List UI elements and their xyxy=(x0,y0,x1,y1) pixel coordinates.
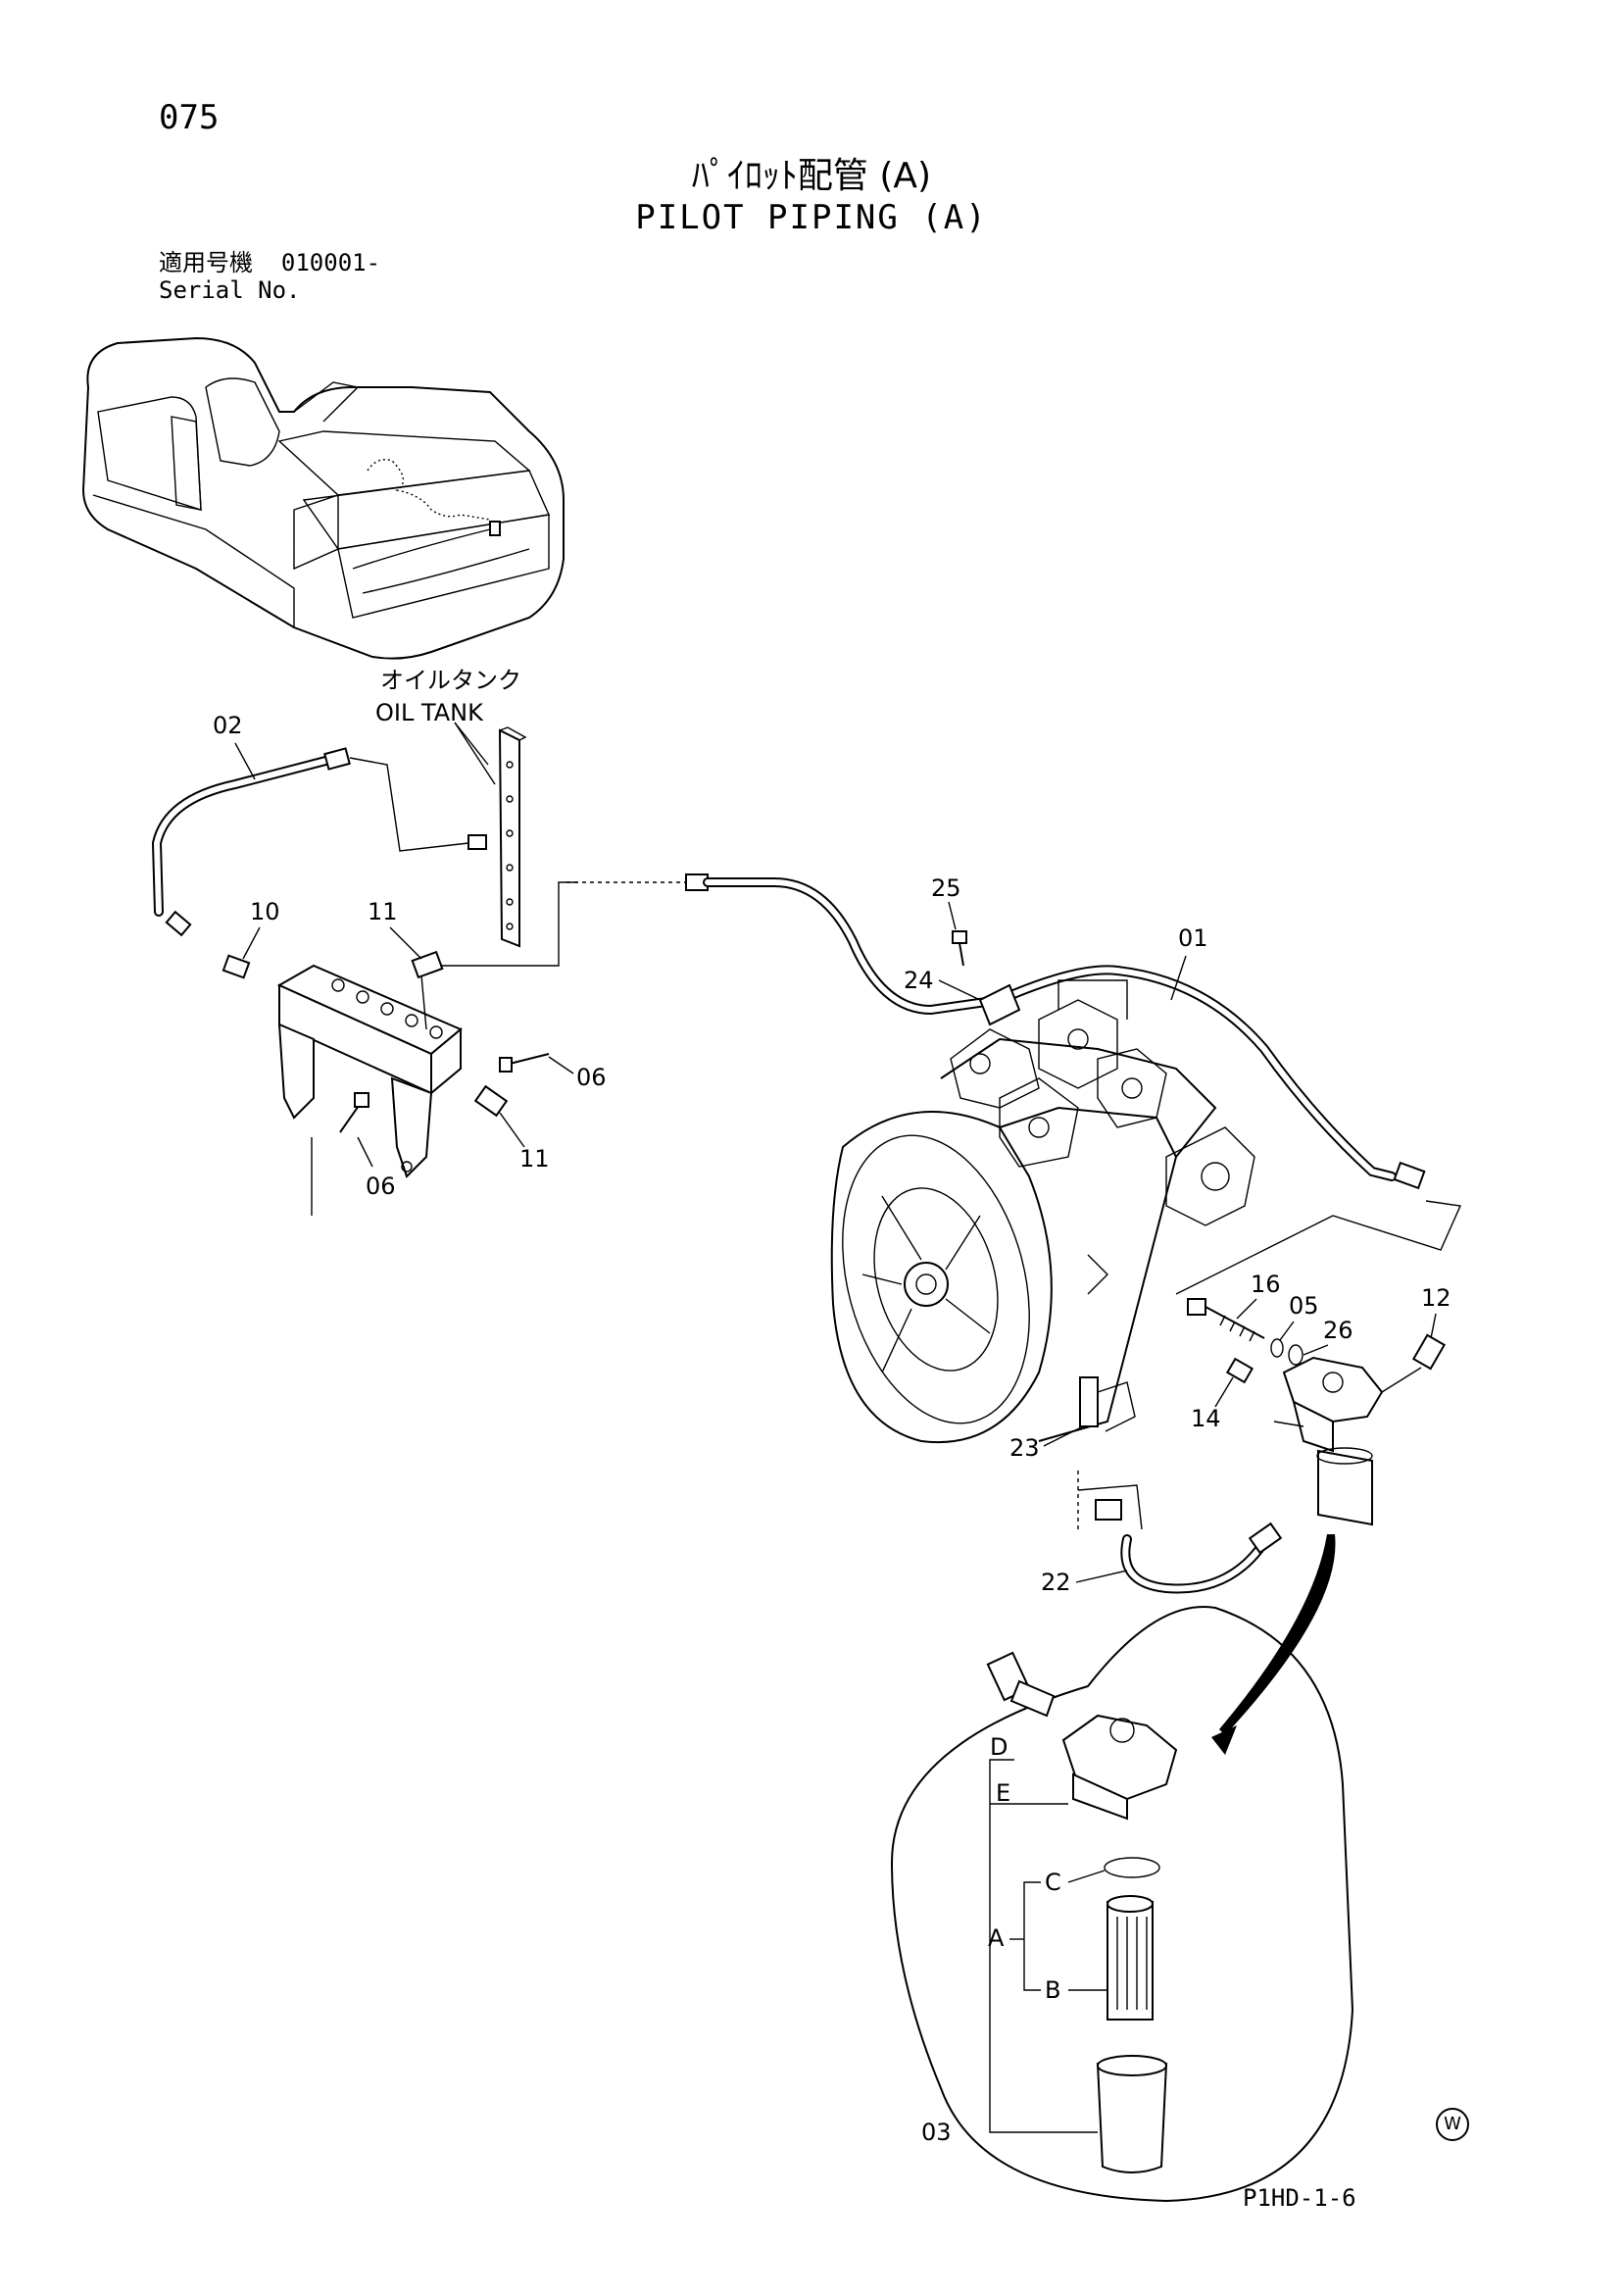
serial-label-en: Serial No. xyxy=(159,276,301,304)
callout-03: 03 xyxy=(921,2119,952,2146)
callout-06-left: 06 xyxy=(366,1173,396,1200)
excavator-overview xyxy=(81,336,565,660)
callout-25: 25 xyxy=(931,874,961,902)
clamp-24 xyxy=(978,983,1021,1026)
serial-value: 010001- xyxy=(280,249,381,276)
ring-26 xyxy=(1288,1344,1303,1366)
callout-23: 23 xyxy=(1009,1434,1040,1462)
fitting-12 xyxy=(1411,1333,1447,1371)
fitting-11-lower xyxy=(473,1084,509,1118)
callout-D: D xyxy=(990,1733,1008,1761)
callout-11-upper: 11 xyxy=(368,898,398,925)
callout-C: C xyxy=(1045,1869,1061,1896)
bolt-25 xyxy=(952,930,967,967)
callout-06-right: 06 xyxy=(576,1064,607,1091)
detail-pointer xyxy=(1219,1534,1336,1735)
callout-02: 02 xyxy=(213,712,243,739)
callout-26: 26 xyxy=(1323,1317,1353,1344)
filter-detail-view xyxy=(890,1606,1354,2203)
callout-A: A xyxy=(988,1924,1005,1952)
callout-01: 01 xyxy=(1178,924,1208,952)
callout-14: 14 xyxy=(1191,1405,1221,1432)
callout-11-lower: 11 xyxy=(519,1145,550,1173)
copyright-mark: W xyxy=(1436,2108,1469,2141)
oil-tank-plate xyxy=(454,722,527,948)
callout-12: 12 xyxy=(1421,1284,1451,1312)
callout-05: 05 xyxy=(1289,1292,1319,1320)
bolt-06-left xyxy=(339,1092,369,1133)
pilot-manifold-block xyxy=(276,964,463,1178)
hose-01 xyxy=(685,873,1426,1190)
callout-10: 10 xyxy=(250,898,280,925)
callout-22: 22 xyxy=(1041,1569,1071,1596)
fitting-23 xyxy=(1079,1376,1136,1432)
title-japanese: ﾊﾟｲﾛｯﾄ配管 (A) xyxy=(691,156,932,196)
serial-label-jp: 適用号機 xyxy=(159,249,253,276)
callout-E: E xyxy=(996,1779,1010,1807)
callout-16: 16 xyxy=(1251,1271,1281,1298)
fitting-14 xyxy=(1225,1357,1254,1384)
main-pump-assembly xyxy=(830,979,1255,1444)
serial-block: 適用号機 010001- Serial No. xyxy=(159,249,380,304)
title-english: PILOT PIPING (A) xyxy=(635,198,988,237)
page-number: 075 xyxy=(159,98,220,137)
page-code: P1HD-1-6 xyxy=(1243,2184,1356,2212)
pilot-filter-assembly xyxy=(1273,1356,1384,1526)
bolt-06-right xyxy=(499,1053,550,1073)
washer-05 xyxy=(1270,1338,1284,1358)
callout-24: 24 xyxy=(904,967,934,994)
oil-tank-label-en: OIL TANK xyxy=(375,699,484,726)
callout-B: B xyxy=(1045,1976,1060,2004)
fitting-10 xyxy=(221,954,251,979)
fitting-11-upper xyxy=(411,950,444,979)
hose-02 xyxy=(151,747,487,937)
bolt-16 xyxy=(1187,1298,1265,1342)
oil-tank-label-jp: オイルタンク xyxy=(380,667,521,694)
hose-22 xyxy=(1077,1484,1283,1594)
